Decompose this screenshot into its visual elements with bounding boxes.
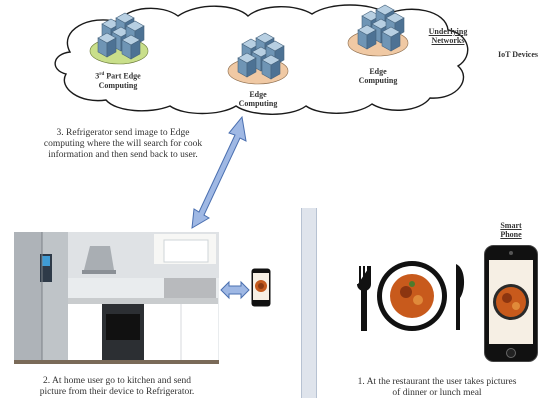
iot-devices-label: IoT Devices bbox=[497, 50, 539, 59]
knife-icon bbox=[456, 264, 465, 330]
smart-phone-image bbox=[484, 245, 538, 362]
step3-caption: 3. Refrigerator send image to Edge compu… bbox=[43, 128, 203, 160]
step2-caption: 2. At home user go to kitchen and send p… bbox=[39, 376, 195, 397]
third-party-edge-label: 3rd Part Edge Computing bbox=[95, 71, 141, 90]
cloud-refrigerator-arrow bbox=[191, 115, 247, 229]
fork-icon bbox=[357, 266, 371, 331]
phone-refrigerator-arrow bbox=[220, 280, 250, 300]
section-divider bbox=[301, 208, 317, 398]
restaurant-plate-image bbox=[357, 261, 465, 331]
step1-caption: 1. At the restaurant the user takes pict… bbox=[357, 377, 517, 398]
cloud-diagram bbox=[54, 4, 469, 115]
kitchen-photo bbox=[14, 232, 219, 364]
small-phone-image bbox=[251, 268, 271, 307]
